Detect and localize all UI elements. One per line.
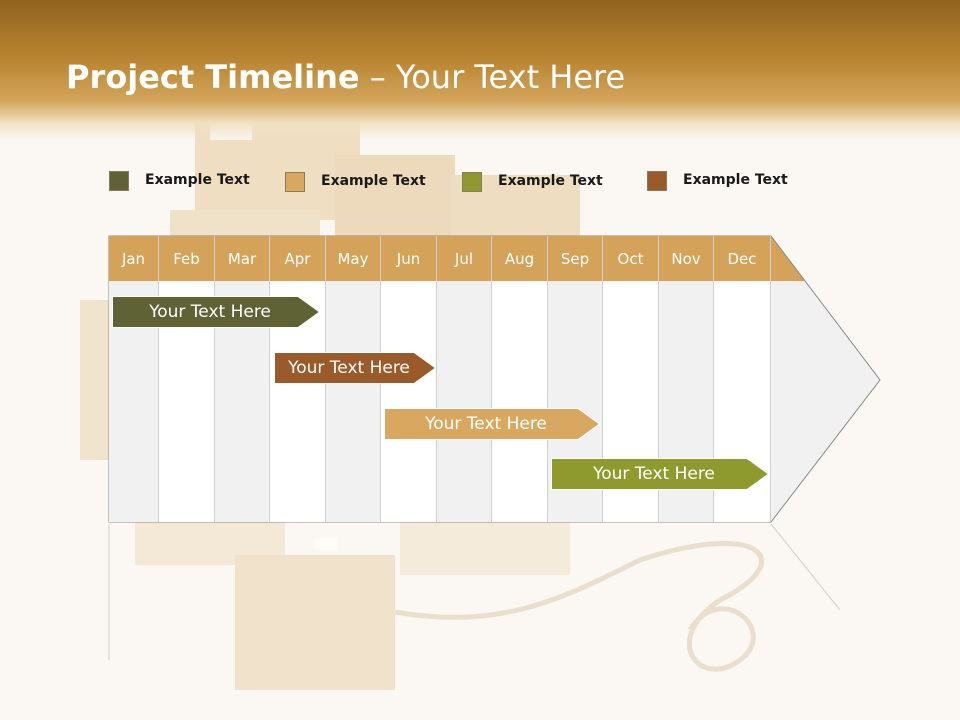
page-title: Project Timeline – Your Text Here (66, 58, 625, 96)
task-bar-label-1: Your Text Here (149, 302, 271, 322)
month-header-may: May (326, 236, 380, 281)
task-bar-2[interactable]: Your Text Here (274, 352, 436, 384)
header-band (0, 0, 960, 140)
task-bar-4[interactable]: Your Text Here (551, 458, 769, 490)
task-bar-shape-4 (551, 458, 769, 490)
month-body-jun (381, 281, 436, 522)
month-column-jul: Jul (437, 236, 492, 522)
legend-swatch-2 (285, 172, 305, 192)
month-header-oct: Oct (603, 236, 658, 281)
month-column-feb: Feb (159, 236, 215, 522)
task-bar-shape-1 (112, 296, 320, 328)
title-subtitle: – Your Text Here (359, 58, 626, 96)
month-body-jul (437, 281, 491, 522)
month-header-aug: Aug (492, 236, 547, 281)
month-header-dec: Dec (714, 236, 770, 281)
legend-swatch-1 (109, 171, 129, 191)
legend-swatch-3 (462, 172, 482, 192)
month-column-jan: Jan (109, 236, 159, 522)
month-header-jul: Jul (437, 236, 491, 281)
title-main: Project Timeline (66, 58, 360, 96)
month-header-apr: Apr (270, 236, 325, 281)
month-header-jun: Jun (381, 236, 436, 281)
month-header-mar: Mar (215, 236, 269, 281)
month-column-mar: Mar (215, 236, 270, 522)
month-column-jun: Jun (381, 236, 437, 522)
task-bar-label-4: Your Text Here (593, 464, 715, 484)
month-header-jan: Jan (109, 236, 158, 281)
legend-label-3: Example Text (498, 173, 603, 189)
month-column-aug: Aug (492, 236, 548, 522)
legend-swatch-4 (647, 171, 667, 191)
task-bar-shape-2 (274, 352, 436, 384)
month-body-aug (492, 281, 547, 522)
arrow-tip (771, 281, 880, 522)
legend-label-4: Example Text (683, 172, 788, 188)
month-header-feb: Feb (159, 236, 214, 281)
task-bar-label-2: Your Text Here (288, 358, 410, 378)
month-body-may (326, 281, 380, 522)
month-header-nov: Nov (659, 236, 713, 281)
legend-label-2: Example Text (321, 173, 426, 189)
task-bar-label-3: Your Text Here (425, 414, 547, 434)
reflection-right (770, 523, 841, 611)
legend-label-1: Example Text (145, 172, 250, 188)
task-bar-3[interactable]: Your Text Here (384, 408, 600, 440)
task-bar-shape-3 (384, 408, 600, 440)
month-header-sep: Sep (548, 236, 602, 281)
task-bar-1[interactable]: Your Text Here (112, 296, 320, 328)
